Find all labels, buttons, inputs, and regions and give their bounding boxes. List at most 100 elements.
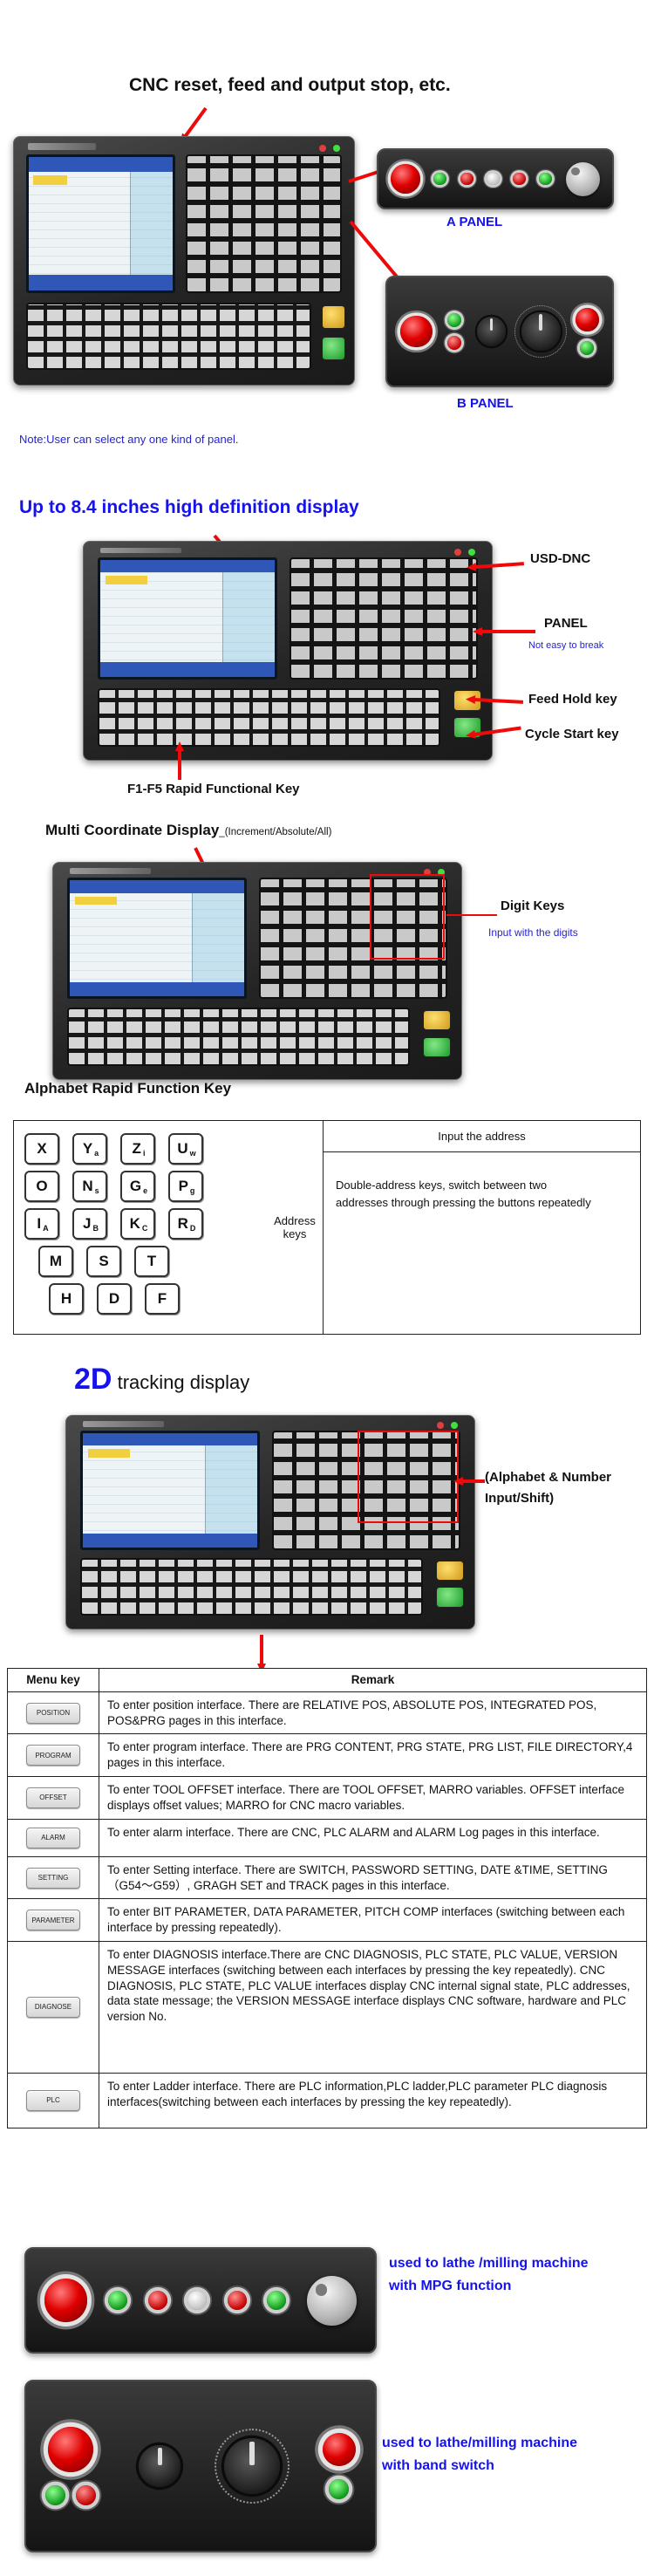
remark-text: To enter DIAGNOSIS interface.There are C… [107, 1947, 630, 2024]
screen-header-bar [28, 156, 174, 172]
panel-button-red [513, 172, 527, 186]
menu-table-header: Menu key Remark [8, 1669, 646, 1691]
remark-text: To enter Setting interface. There are SW… [107, 1862, 608, 1892]
coord-heading-main: Multi Coordinate Display [45, 822, 220, 838]
controller-keypad [185, 154, 343, 293]
controller-screen [80, 1431, 261, 1550]
digit-keys-callout-line [446, 914, 497, 916]
display-heading: Up to 8.4 inches high definition display [19, 497, 359, 517]
alpha-key-row: M S T [38, 1246, 267, 1277]
position-key-image: POSITION [26, 1702, 80, 1724]
panel-button-white [486, 172, 500, 186]
screen-coordinate-column [222, 572, 276, 663]
alpha-number-annotation: (Alphabet & Number Input/Shift) [485, 1470, 612, 1506]
address-key: H [49, 1283, 84, 1315]
address-key: O [24, 1171, 59, 1202]
override-knob [476, 317, 507, 346]
arrow-title-to-controller [183, 106, 208, 138]
table-row: PROGRAM To enter program interface. Ther… [8, 1733, 646, 1777]
controller-keypad [259, 878, 447, 1000]
cnc-controller-photo-2 [83, 541, 493, 761]
panel-button-green [447, 312, 462, 327]
plc-key-image: PLC [26, 2089, 80, 2111]
mpg-panel-photo [24, 2247, 377, 2354]
address-key: M [38, 1246, 73, 1277]
controller-lower-keys [67, 1008, 411, 1067]
stop-mushroom-button [576, 308, 599, 331]
diagnose-key-image: DIAGNOSE [26, 1996, 80, 2018]
alpha-heading: Alphabet Rapid Function Key [24, 1080, 232, 1097]
screen-highlight-row [106, 576, 148, 584]
emergency-stop-button [44, 2279, 88, 2322]
emergency-stop-button [391, 164, 421, 194]
alpha-right-cell: Input the address Double-address keys, s… [323, 1121, 640, 1334]
panel-button-green [267, 2291, 287, 2310]
controller-screen [98, 557, 278, 680]
remark-header: Remark [351, 1673, 395, 1686]
cycle-start-label: Cycle Start key [525, 727, 619, 741]
feed-hold-label: Feed Hold key [528, 692, 617, 707]
screen-highlight-row [32, 175, 68, 185]
panel-button-white [187, 2291, 208, 2310]
band-switch-knob [514, 304, 568, 358]
section1-title: CNC reset, feed and output stop, etc. [129, 75, 451, 95]
panel-label: PANEL [544, 616, 588, 631]
b-panel-label: B PANEL [457, 396, 514, 411]
panel-button-green [45, 2485, 65, 2505]
arrow-fkeys [178, 750, 181, 780]
table-row: DIAGNOSE To enter DIAGNOSIS interface.Th… [8, 1940, 646, 2073]
feed-hold-button [422, 1009, 452, 1031]
override-knob [139, 2445, 181, 2487]
cycle-start-button [435, 1587, 465, 1608]
panel-note: Note:User can select any one kind of pan… [19, 433, 239, 446]
alpha-number-highlight-box [358, 1431, 459, 1523]
mpg-handwheel [565, 161, 600, 196]
b-panel-photo [385, 276, 614, 387]
arrow-to-b-panel [349, 220, 403, 284]
feed-hold-button [435, 1560, 465, 1582]
table-row: ALARM To enter alarm interface. There ar… [8, 1818, 646, 1856]
band-switch-knob [214, 2429, 290, 2504]
remark-text: To enter BIT PARAMETER, DATA PARAMETER, … [107, 1905, 625, 1935]
remark-text: To enter TOOL OFFSET interface. There ar… [107, 1783, 624, 1812]
coord-heading-sub: _(Increment/Absolute/All) [219, 827, 332, 837]
address-keys-label: Address keys [274, 1214, 316, 1240]
digit-keys-sub: Input with the digits [488, 926, 578, 939]
band-switch-panel-photo [24, 2380, 377, 2552]
mpg-usage-text: used to lathe /milling machine with MPG … [389, 2256, 589, 2293]
address-key: F [145, 1283, 180, 1315]
screen-header-bar [83, 1433, 258, 1446]
cycle-start-button [422, 1036, 452, 1058]
feed-hold-button [321, 305, 346, 330]
table-row: POSITION To enter position interface. Th… [8, 1691, 646, 1734]
emergency-stop-button [48, 2427, 93, 2472]
panel-button-green [108, 2291, 127, 2310]
address-key: T [134, 1246, 169, 1277]
parameter-key-image: PARAMETER [26, 1910, 80, 1931]
table-row: PARAMETER To enter BIT PARAMETER, DATA P… [8, 1898, 646, 1941]
panel-right-group [576, 308, 599, 355]
table-row: OFFSET To enter TOOL OFFSET interface. T… [8, 1776, 646, 1819]
screen-coordinate-column [129, 171, 174, 275]
screen-softkey-bar [28, 274, 174, 290]
arrow-alpha-number [453, 1476, 485, 1486]
address-key: X [24, 1133, 59, 1165]
panel-right-group [322, 2433, 356, 2499]
screen-softkey-bar [70, 982, 245, 997]
digit-keys-label: Digit Keys [501, 899, 565, 913]
panel-button-green [329, 2479, 350, 2499]
offset-key-image: OFFSET [26, 1787, 80, 1808]
digit-keys-highlight-box [370, 874, 445, 960]
a-panel-photo [377, 148, 614, 209]
table-row: PLC To enter Ladder interface. There are… [8, 2072, 646, 2128]
tracking-heading-2d: 2D [74, 1363, 112, 1396]
